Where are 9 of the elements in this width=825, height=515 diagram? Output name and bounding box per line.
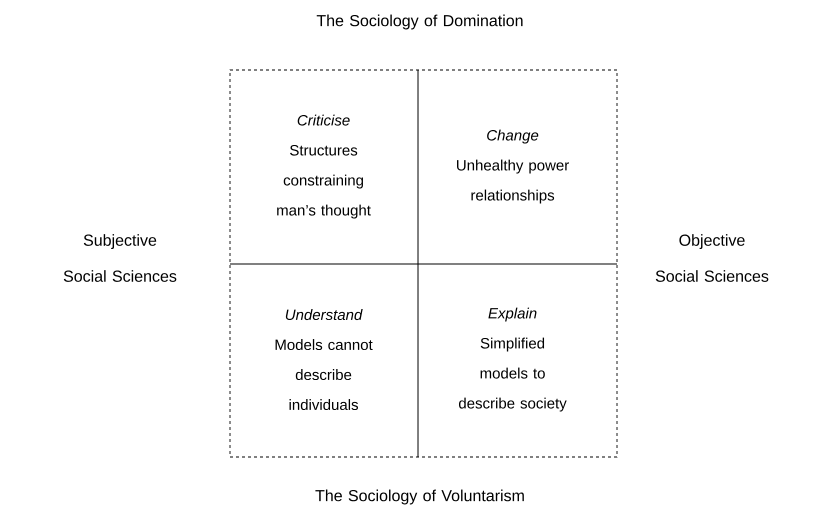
quadrant-text: Criticise Structures constraining man’s thought [277, 114, 371, 219]
axis-label: Objective Social Sciences [656, 234, 768, 282]
axis-label: Subjective Social Sciences [64, 234, 176, 282]
heading: The Sociology of Domination [316, 14, 523, 30]
quadrant-text: Change Unhealthy power relationships [457, 130, 569, 204]
heading: The Sociology of Voluntarism [315, 490, 524, 504]
quadrant-text: Understand Models cannot describe individuals [276, 309, 373, 410]
dashed-frame [230, 70, 618, 458]
quadrant-text: Explain Simplified models to describe society [459, 308, 567, 412]
